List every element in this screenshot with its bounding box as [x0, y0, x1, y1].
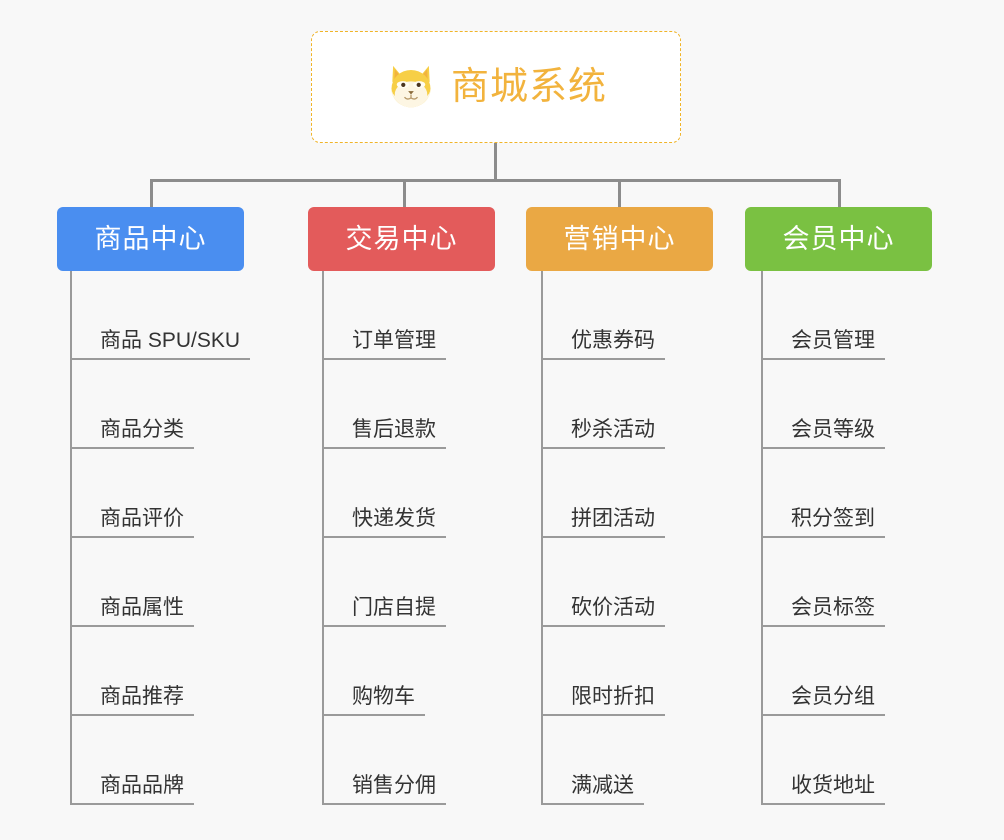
category-label-3: 会员中心 [782, 223, 895, 254]
leaf-item-label: 优惠券码 [571, 329, 655, 352]
leaf-item-label: 收货地址 [791, 774, 875, 797]
leaf-item-label: 售后退款 [352, 418, 436, 441]
category-label-2: 营销中心 [563, 223, 676, 254]
shiba-inu-dog-face-icon [391, 65, 431, 108]
category-label-0: 商品中心 [94, 223, 207, 254]
leaf-item-underline [541, 714, 665, 716]
leaf-item-underline [541, 625, 665, 627]
leaf-item-label: 商品分类 [100, 418, 184, 441]
leaf-item-underline [761, 447, 885, 449]
leaf-item-underline [541, 536, 665, 538]
leaf-item-underline [70, 536, 194, 538]
leaf-item-label: 砍价活动 [571, 596, 655, 619]
leaf-item-label: 购物车 [352, 685, 415, 708]
leaf-item-label: 会员管理 [791, 329, 875, 352]
leaf-item-underline [541, 358, 665, 360]
connector-root-stem [494, 143, 497, 181]
leaf-item-label: 订单管理 [352, 329, 436, 352]
category-label-1: 交易中心 [345, 223, 458, 254]
leaf-item-underline [541, 447, 665, 449]
root-node-title: 商城系统 [450, 66, 607, 108]
leaf-item-label: 商品推荐 [100, 685, 184, 708]
leaf-item-label: 商品 SPU/SKU [100, 329, 241, 352]
leaf-item-underline [761, 803, 885, 805]
leaf-item-underline [322, 447, 446, 449]
connector-horizontal-bus [150, 179, 841, 182]
leaf-item-underline [761, 358, 885, 360]
leaf-item-label: 商品品牌 [100, 774, 184, 797]
leaf-item-underline [761, 625, 885, 627]
leaf-item-label: 积分签到 [791, 507, 875, 530]
category-box-3[interactable]: 会员中心 [745, 207, 932, 271]
leaf-item-label: 会员分组 [791, 685, 875, 708]
leaf-item-underline [322, 803, 446, 805]
leaf-item-underline [541, 803, 644, 805]
category-box-2[interactable]: 营销中心 [526, 207, 713, 271]
root-node-mall-system[interactable]: 商城系统 [311, 31, 681, 143]
category-box-1[interactable]: 交易中心 [308, 207, 495, 271]
leaf-item-label: 拼团活动 [571, 507, 655, 530]
leaf-item-underline [70, 625, 194, 627]
connector-drop-2 [403, 179, 406, 208]
leaf-item-underline [70, 803, 194, 805]
leaf-item-label: 秒杀活动 [571, 418, 655, 441]
leaf-item-label: 会员标签 [791, 596, 875, 619]
leaf-item-label: 快递发货 [352, 507, 436, 530]
leaf-spine [322, 271, 324, 805]
connector-drop-1 [150, 179, 153, 208]
leaf-item-underline [322, 536, 446, 538]
leaf-spine [761, 271, 763, 805]
leaf-item-underline [322, 714, 425, 716]
connector-drop-3 [618, 179, 621, 208]
leaf-item-underline [761, 536, 885, 538]
leaf-item-label: 商品评价 [100, 507, 184, 530]
leaf-spine [541, 271, 543, 805]
leaf-item-label: 门店自提 [352, 596, 436, 619]
leaf-item-label: 销售分佣 [352, 774, 436, 797]
leaf-item-underline [70, 447, 194, 449]
leaf-item-label: 限时折扣 [571, 685, 655, 708]
leaf-item-underline [322, 358, 446, 360]
leaf-item-underline [70, 714, 194, 716]
leaf-item-underline [322, 625, 446, 627]
leaf-item-label: 满减送 [571, 774, 634, 797]
leaf-item-label: 会员等级 [791, 418, 875, 441]
leaf-spine [70, 271, 72, 805]
leaf-item-underline [761, 714, 885, 716]
leaf-item-label: 商品属性 [100, 596, 184, 619]
category-box-0[interactable]: 商品中心 [57, 207, 244, 271]
connector-drop-4 [838, 179, 841, 208]
leaf-item-underline [70, 358, 250, 360]
